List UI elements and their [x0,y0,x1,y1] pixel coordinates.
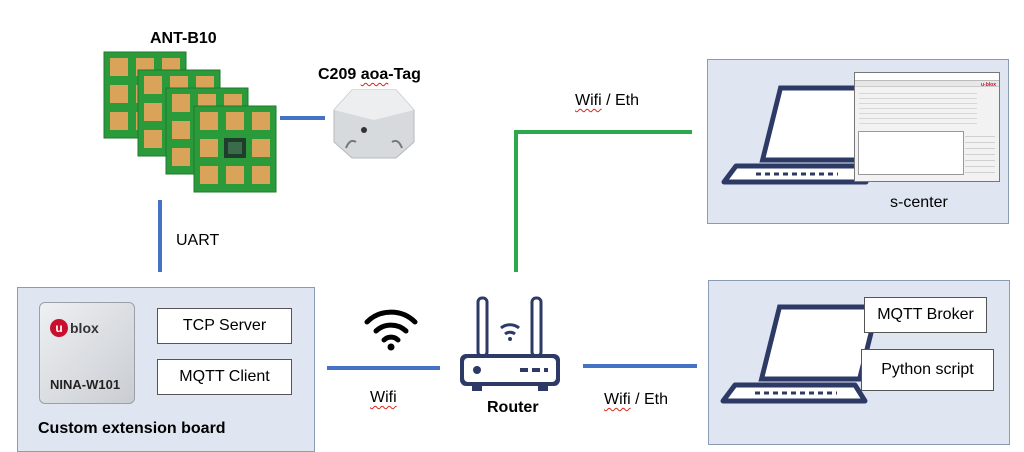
wifi-eth-top-rest: / Eth [601,92,640,109]
router-icon [460,296,560,391]
mqtt-broker-box: MQTT Broker [864,297,987,333]
mqtt-client-box: MQTT Client [157,359,292,395]
broker-panel: MQTT Broker Python script [708,280,1010,445]
wifi-link-word: Wifi [370,389,397,406]
board-caption: Custom extension board [38,420,226,437]
uart-label: UART [176,232,220,249]
tag-title-prefix: C209 [318,66,361,83]
wifi-eth-bottom-word: Wifi [604,391,631,408]
wifi-icon [364,309,418,351]
scenter-window-controls [859,89,977,127]
scenter-window-toolbar [855,81,999,87]
scenter-label: s-center [890,194,948,211]
scenter-window-brand: u-blox [981,82,996,88]
ublox-brand: blox [70,320,99,336]
python-script-box: Python script [861,349,994,391]
laptop-icon [720,304,875,404]
wifi-link-label: Wifi [370,389,397,407]
router-label: Router [487,399,539,416]
wifi-eth-bottom-label: Wifi / Eth [604,391,668,409]
scenter-window-log [858,131,964,175]
module-name: NINA-W101 [50,377,121,392]
scenter-window-titlebar [855,73,999,81]
scenter-window-side [965,131,995,173]
scenter-panel: u-blox s-center [707,59,1009,224]
tcp-server-box: TCP Server [157,308,292,344]
router-scenter-link [514,130,692,272]
tag-title: C209 aoa-Tag [318,66,421,84]
scenter-window: u-blox [854,72,1000,182]
tag-title-suffix: -Tag [388,66,421,83]
antenna-board-title: ANT-B10 [150,30,217,47]
ublox-module-icon: u blox NINA-W101 [39,302,135,404]
ublox-logo-mark: u [50,319,68,337]
wifi-eth-bottom-rest: / Eth [630,391,669,408]
antenna-board-icon [103,51,277,193]
wifi-eth-top-label: Wifi / Eth [575,92,639,110]
wifi-eth-top-word: Wifi [575,92,602,109]
laptop-icon [721,85,876,185]
tag-title-word: aoa [360,66,389,83]
custom-board-panel: u blox NINA-W101 TCP Server MQTT Client … [17,287,315,452]
aoa-tag-icon [333,89,415,159]
